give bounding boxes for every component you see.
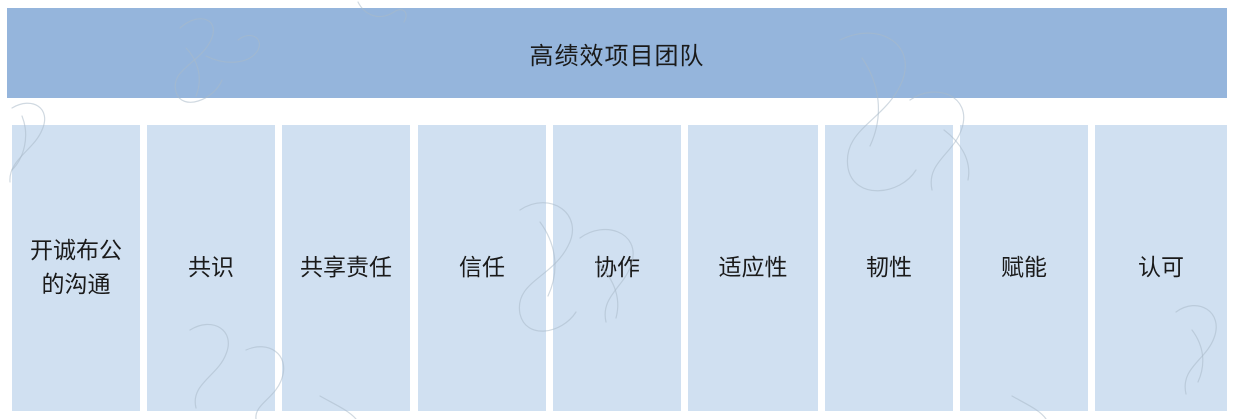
pillar-label: 共识	[188, 255, 234, 281]
pillar-label: 共享责任	[300, 255, 392, 281]
pillar-resilience: 韧性	[825, 125, 953, 411]
pillar-label: 赋能	[1001, 255, 1047, 281]
pillar-adaptability: 适应性	[688, 125, 818, 411]
pillar-shared-understanding: 共识	[147, 125, 275, 411]
pillar-label: 信任	[459, 255, 505, 281]
pillar-trust: 信任	[418, 125, 546, 411]
pillar-label: 认可	[1138, 255, 1184, 281]
pillar-shared-ownership: 共享责任	[282, 125, 410, 411]
pillar-label: 开诚布公 的沟通	[30, 238, 122, 298]
pillar-label: 协作	[594, 255, 640, 281]
pillar-label: 韧性	[866, 255, 912, 281]
pillar-row: 开诚布公 的沟通 共识 共享责任 信任 协作 适应性 韧性 赋能 认可	[0, 125, 1233, 411]
pillar-empowerment: 赋能	[960, 125, 1088, 411]
pillar-label: 适应性	[718, 255, 788, 281]
diagram-title: 高绩效项目团队	[529, 41, 705, 70]
pillar-recognition: 认可	[1095, 125, 1227, 411]
pillar-open-communication: 开诚布公 的沟通	[12, 125, 140, 411]
pillar-collaboration: 协作	[553, 125, 681, 411]
diagram-header: 高绩效项目团队	[7, 8, 1227, 98]
